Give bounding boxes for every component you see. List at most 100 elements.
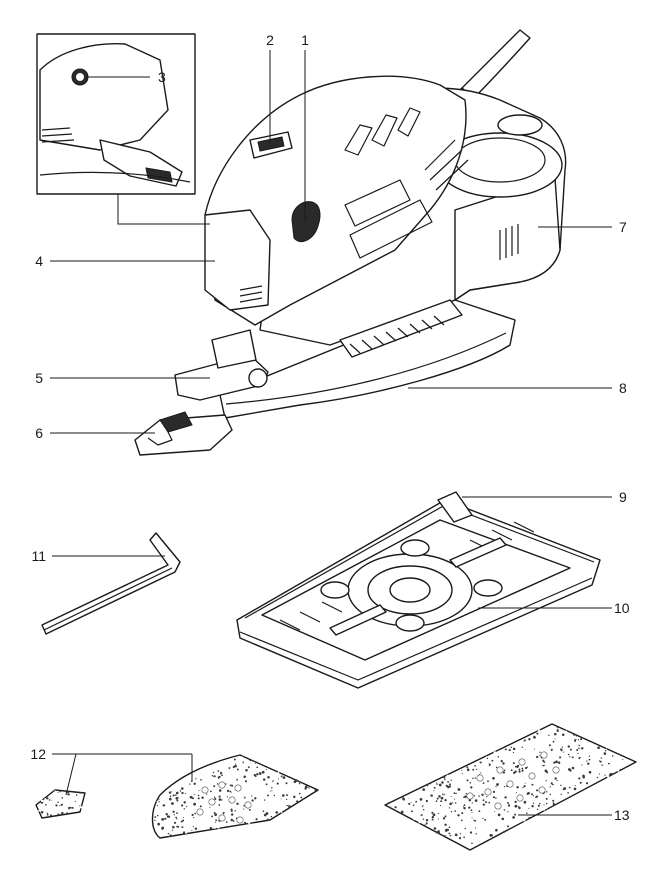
grain-speck — [66, 812, 68, 815]
grain-speck — [502, 820, 505, 823]
grain-speck — [542, 808, 546, 811]
grain-speck — [162, 798, 165, 801]
grain-speck — [431, 811, 434, 814]
grain-speck — [418, 787, 420, 789]
grain-speck — [71, 806, 74, 809]
grain-speck — [220, 778, 223, 781]
callout-9: 9 — [619, 489, 627, 505]
grain-speck — [170, 831, 173, 833]
callout-12: 12 — [30, 746, 46, 762]
grain-speck — [575, 737, 577, 740]
grain-speck — [462, 806, 464, 808]
grain-speck — [60, 803, 63, 806]
grain-speck — [232, 788, 235, 790]
grain-speck — [581, 764, 583, 766]
finger-sheet-illustration — [35, 789, 86, 819]
grain-speck — [447, 785, 450, 789]
grain-speck — [548, 805, 550, 807]
grain-speck — [211, 815, 213, 818]
grain-speck — [199, 795, 201, 798]
grain-speck — [424, 795, 428, 799]
grain-speck — [230, 818, 234, 822]
grain-speck — [270, 790, 272, 792]
grain-speck — [560, 735, 563, 737]
grain-speck — [499, 780, 502, 783]
grain-speck — [272, 781, 274, 783]
grain-speck — [428, 805, 432, 808]
grain-speck — [64, 800, 67, 803]
grain-speck — [273, 794, 276, 797]
grain-speck — [433, 786, 436, 789]
grain-speck — [588, 770, 592, 774]
hex-key-illustration — [41, 532, 181, 635]
grain-speck — [79, 792, 81, 794]
grain-speck — [241, 756, 244, 758]
grain-speck — [464, 795, 467, 799]
grain-speck — [433, 827, 437, 830]
grain-speck — [175, 816, 177, 819]
grain-speck — [453, 792, 456, 794]
grain-speck — [277, 778, 280, 780]
grain-speck — [496, 783, 499, 786]
grain-speck — [472, 768, 475, 771]
grain-speck — [256, 766, 259, 769]
grain-speck — [263, 783, 266, 786]
grain-speck — [536, 808, 539, 811]
grain-speck — [242, 797, 245, 799]
grain-speck — [466, 768, 470, 772]
grain-speck — [415, 800, 418, 803]
grain-speck — [502, 808, 504, 810]
grain-speck — [548, 772, 551, 775]
callout-4: 4 — [35, 253, 43, 269]
grain-speck — [422, 788, 426, 791]
grain-speck — [444, 815, 447, 818]
grain-speck — [217, 826, 220, 829]
grain-speck — [418, 807, 420, 809]
grain-speck — [270, 791, 273, 794]
grain-speck — [192, 826, 194, 828]
grain-speck — [46, 812, 48, 814]
grain-speck — [389, 806, 392, 809]
grain-speck — [439, 805, 442, 807]
grain-speck — [470, 806, 473, 809]
grain-speck — [438, 812, 441, 815]
grain-speck — [592, 747, 594, 750]
grain-speck — [491, 759, 494, 762]
grain-speck — [571, 756, 574, 759]
grain-speck — [604, 764, 607, 766]
grain-speck — [74, 800, 76, 803]
grain-speck — [67, 802, 70, 806]
grain-speck — [422, 808, 425, 811]
grain-speck — [594, 745, 597, 748]
grain-speck — [499, 812, 502, 815]
grain-speck — [181, 791, 184, 795]
grain-speck — [448, 810, 451, 813]
grain-speck — [463, 836, 465, 839]
grain-speck — [181, 782, 185, 786]
grain-speck — [254, 777, 257, 780]
grain-speck — [557, 761, 561, 765]
grain-speck — [548, 728, 551, 731]
grain-speck — [460, 819, 463, 822]
grain-speck — [501, 792, 504, 795]
grain-speck — [463, 807, 466, 810]
grain-speck — [474, 765, 476, 767]
grain-speck — [271, 793, 273, 796]
grain-speck — [448, 798, 450, 801]
grain-speck — [176, 818, 178, 820]
grain-speck — [154, 816, 157, 818]
grain-speck — [243, 804, 245, 807]
grain-speck — [502, 803, 505, 806]
grain-speck — [485, 801, 487, 804]
grain-speck — [496, 779, 498, 781]
grain-speck — [553, 774, 557, 778]
grain-speck — [598, 773, 601, 775]
grain-speck — [457, 814, 460, 817]
grain-speck — [510, 769, 513, 772]
grain-speck — [256, 785, 258, 787]
grain-speck — [535, 795, 539, 798]
grain-speck — [236, 762, 240, 766]
grain-speck — [470, 786, 473, 789]
grain-speck — [489, 829, 491, 831]
grain-speck — [79, 805, 81, 807]
